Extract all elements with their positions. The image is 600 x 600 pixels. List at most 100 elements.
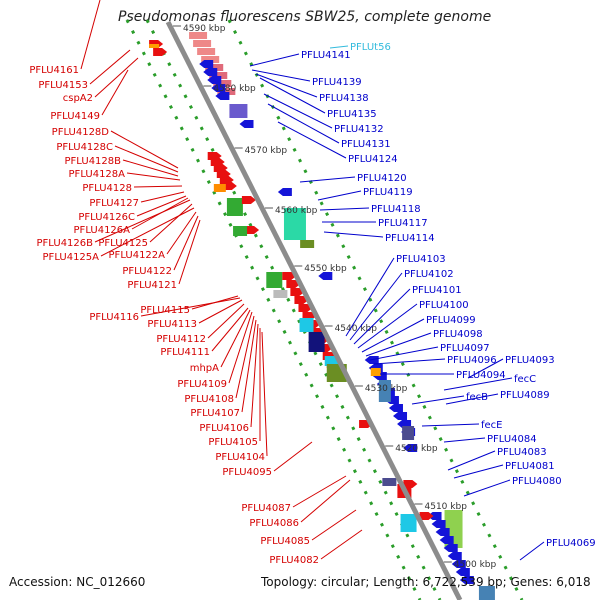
gene-block[interactable] (197, 48, 216, 55)
gene-arrow[interactable] (203, 68, 218, 76)
gene-arrow[interactable] (153, 48, 168, 56)
gene-label[interactable]: PFLU4124 (348, 154, 398, 165)
gene-arrow[interactable] (443, 544, 458, 552)
gene-arrow[interactable] (403, 444, 418, 452)
gene-block[interactable] (209, 72, 228, 79)
gene-label[interactable]: PFLU4135 (327, 109, 377, 120)
gene-arrow[interactable] (431, 520, 446, 528)
gene-label[interactable]: PFLU4118 (371, 204, 421, 215)
gene-arrow[interactable] (455, 568, 470, 576)
gene-label[interactable]: PFLU4087 (241, 503, 291, 514)
gene-block[interactable] (283, 208, 306, 240)
gene-block[interactable] (201, 56, 220, 63)
gene-block[interactable] (273, 290, 288, 298)
gene-label[interactable]: PFLU4106 (199, 423, 249, 434)
gene-block[interactable] (226, 198, 243, 216)
gene-label[interactable]: PFLU4111 (160, 347, 210, 358)
gene-label[interactable]: PFLU4121 (127, 280, 177, 291)
gene-arrow[interactable] (447, 552, 462, 560)
gene-label[interactable]: PFLU4126B (37, 238, 94, 249)
gene-block[interactable] (400, 514, 417, 532)
gene-label[interactable]: PFLU4080 (512, 476, 562, 487)
gene-label[interactable]: PFLU4099 (426, 315, 476, 326)
gene-label[interactable]: PFLU4105 (208, 437, 258, 448)
gene-label[interactable]: fecE (481, 420, 503, 431)
gene-label[interactable]: PFLU4082 (269, 555, 319, 566)
gene-label[interactable]: PFLU4094 (456, 370, 506, 381)
gene-label[interactable]: PFLU4097 (440, 343, 490, 354)
gene-label[interactable]: fecC (514, 374, 536, 385)
gene-label[interactable]: PFLU4125A (43, 252, 100, 263)
gene-label[interactable]: PFLU4120 (357, 173, 407, 184)
gene-arrow[interactable] (419, 512, 434, 520)
gene-arrow[interactable] (215, 92, 230, 100)
gene-block[interactable] (266, 272, 283, 288)
gene-label[interactable]: PFLU4117 (378, 218, 428, 229)
gene-label[interactable]: PFLU4095 (222, 467, 272, 478)
gene-label[interactable]: PFLU4083 (497, 447, 547, 458)
gene-block[interactable] (217, 88, 236, 95)
gene-label[interactable]: fecB (466, 392, 488, 403)
gene-block[interactable] (189, 32, 208, 39)
gene-label[interactable]: PFLU4119 (363, 187, 413, 198)
gene-label[interactable]: PFLU4089 (500, 390, 550, 401)
gene-label[interactable]: PFLU4096 (447, 355, 497, 366)
gene-label[interactable]: cspA2 (63, 93, 93, 104)
gene-label[interactable]: PFLU4084 (487, 434, 537, 445)
gene-label[interactable]: PFLU4116 (89, 312, 139, 323)
gene-arrow[interactable] (199, 60, 214, 68)
gene-label[interactable]: PFLU4128 (82, 183, 132, 194)
gene-label[interactable]: PFLU4161 (29, 65, 79, 76)
gene-label[interactable]: PFLU4112 (156, 334, 206, 345)
gene-label[interactable]: PFLU4127 (89, 198, 139, 209)
gene-label[interactable]: PFLU4069 (546, 538, 596, 549)
gene-label[interactable]: PFLU4085 (260, 536, 310, 547)
gene-arrow[interactable] (277, 188, 292, 196)
gene-label[interactable]: PFLU4126A (74, 225, 131, 236)
gene-label[interactable]: PFLU4128A (69, 169, 126, 180)
gene-label[interactable]: PFLU4104 (215, 452, 265, 463)
gene-arrow[interactable] (245, 226, 260, 234)
gene-block[interactable] (299, 318, 314, 332)
gene-block[interactable] (149, 44, 160, 48)
gene-label[interactable]: PFLU4103 (396, 254, 446, 265)
gene-arrow[interactable] (239, 120, 254, 128)
gene-label[interactable]: PFLU4131 (341, 139, 391, 150)
gene-label[interactable]: PFLU4108 (184, 394, 234, 405)
gene-block[interactable] (370, 368, 381, 376)
gene-block[interactable] (478, 586, 495, 600)
gene-label[interactable]: PFLU4102 (404, 269, 454, 280)
gene-arrow[interactable] (207, 76, 222, 84)
gene-label[interactable]: PFLU4081 (505, 461, 555, 472)
gene-arrow[interactable] (393, 412, 408, 420)
gene-block[interactable] (382, 478, 397, 486)
gene-block[interactable] (378, 380, 391, 402)
gene-arrow[interactable] (222, 182, 237, 190)
gene-block[interactable] (213, 184, 226, 192)
gene-block[interactable] (205, 64, 224, 71)
gene-block[interactable] (324, 356, 339, 366)
gene-label[interactable]: PFLU4115 (140, 305, 190, 316)
gene-label[interactable]: PFLU4098 (433, 329, 483, 340)
gene-block[interactable] (193, 40, 212, 47)
gene-label[interactable]: PFLU4107 (190, 408, 240, 419)
gene-label[interactable]: PFLU4128C (56, 142, 113, 153)
gene-arrow[interactable] (318, 272, 333, 280)
gene-label[interactable]: PFLU4126C (78, 212, 135, 223)
gene-block[interactable] (300, 240, 315, 248)
gene-arrow[interactable] (435, 528, 450, 536)
gene-label[interactable]: PFLU4149 (50, 111, 100, 122)
gene-label[interactable]: PFLU4125 (98, 238, 148, 249)
gene-label[interactable]: PFLU4128D (52, 127, 110, 138)
gene-arrow[interactable] (211, 84, 226, 92)
gene-label[interactable]: PFLU4109 (177, 379, 227, 390)
gene-arrow[interactable] (459, 576, 474, 584)
gene-arrow[interactable] (451, 560, 466, 568)
gene-label[interactable]: PFLU4100 (419, 300, 469, 311)
gene-block[interactable] (308, 332, 325, 352)
gene-label[interactable]: PFLU4132 (334, 124, 384, 135)
gene-block[interactable] (229, 104, 248, 118)
gene-label[interactable]: PFLU4101 (412, 285, 462, 296)
gene-label[interactable]: PFLU4138 (319, 93, 369, 104)
